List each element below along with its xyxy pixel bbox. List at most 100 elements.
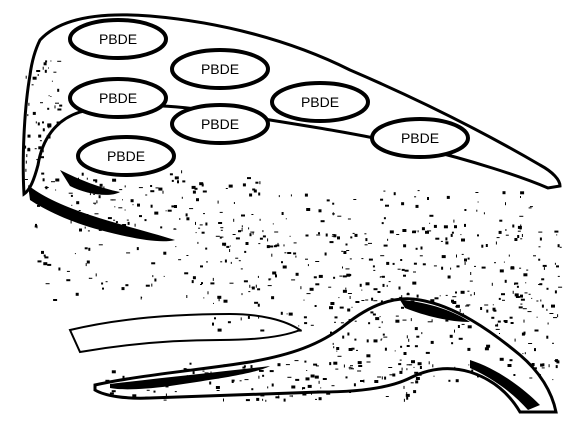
speck [44,256,49,259]
speck [549,313,554,314]
speck [198,227,201,229]
speck [111,370,116,374]
speck [259,218,261,221]
speck [186,217,190,221]
speck [102,287,104,290]
speck [37,201,41,203]
speck [112,178,117,182]
speck [520,196,521,198]
speck [178,259,182,261]
speck [252,188,256,191]
speck [110,199,114,201]
speck [254,301,259,304]
speck [412,231,416,234]
speck [353,383,356,387]
speck [406,364,411,366]
speck [207,375,212,379]
speck [406,392,408,395]
speck [396,234,400,235]
pbde-badge: PBDE [170,48,270,90]
speck [419,255,423,257]
speck [41,250,44,254]
speck [524,292,528,294]
speck [25,75,27,79]
speck [337,355,342,357]
speck [280,311,283,315]
speck [556,360,560,364]
speck [262,235,266,238]
speck [97,219,102,222]
speck [229,282,234,284]
speck [111,390,116,393]
speck [358,365,363,367]
speck [405,393,410,397]
pbde-ellipse [68,77,168,119]
speck [126,252,131,254]
speck [432,364,434,368]
speck [27,147,30,149]
speck [517,235,520,238]
speck [278,195,280,198]
speck [417,362,422,366]
speck [415,204,419,208]
speck [401,367,403,371]
speck [224,244,226,247]
speck [495,328,500,330]
speck [324,252,327,256]
speck [159,383,162,385]
speck [428,361,430,365]
speck [209,381,212,385]
speck [284,252,287,254]
speck [425,230,429,234]
speck [215,386,220,389]
speck [257,275,259,278]
speck [43,62,47,66]
speck [86,260,90,264]
speck [331,385,335,387]
speck [318,380,320,384]
speck [555,365,558,369]
speck [174,391,177,393]
speck [469,280,473,282]
speck [529,377,533,379]
speck [360,380,364,382]
speck [365,282,370,286]
speck [139,215,142,218]
speck [42,128,45,132]
speck [471,369,474,373]
speck [287,252,292,254]
speck [124,209,126,211]
speck [349,296,351,299]
speck [192,190,196,194]
speck [400,259,403,261]
speck [150,190,155,193]
speck [199,182,204,186]
speck [558,286,563,288]
speck [310,324,314,326]
speck [224,259,227,263]
speck [372,313,376,316]
speck [538,284,542,285]
speck [502,299,505,301]
speck [101,282,104,285]
speck [385,204,389,207]
speck [350,365,353,367]
speck [221,373,225,375]
speck [218,222,223,224]
speck [525,282,527,284]
speck [499,219,503,222]
speck [96,200,98,204]
speck [381,376,383,380]
speck [36,159,39,161]
speck [424,305,427,309]
speck [47,124,52,128]
speck [379,316,381,318]
speck [354,338,357,341]
speck [536,300,539,302]
speck [132,394,137,398]
speck [294,360,299,362]
speck [551,304,555,308]
speck [105,379,110,383]
speck [518,306,523,309]
speck [154,278,157,282]
